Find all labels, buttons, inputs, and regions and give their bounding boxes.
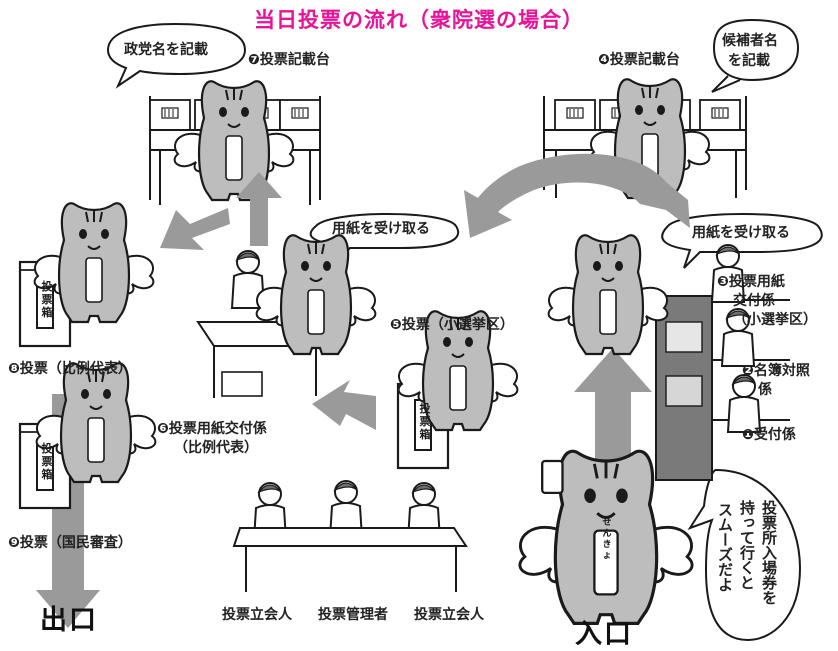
step-6-line2: （比例代表） (174, 440, 258, 456)
box-label-single-seat: 投票箱 (419, 402, 431, 441)
supervisor-center-label: 投票管理者 (318, 607, 388, 623)
mascot-entrance (518, 449, 694, 625)
step-6-line1: ❻投票用紙交付係 (157, 421, 267, 437)
reception-counter (655, 295, 790, 481)
bubble-receive-middle: 用紙を受け取る (332, 221, 430, 237)
box-label-review: 投票箱 (41, 442, 53, 481)
bubble-party-name: 政党名を記載 (124, 42, 208, 58)
bubble-smooth-line3: スムーズだよ (716, 502, 734, 592)
bubble-candidate-line2: を記載 (728, 53, 770, 69)
bubble-receive-right: 用紙を受け取る (692, 225, 790, 241)
speech-bubble-shapes (106, 18, 823, 642)
step-4-label: ❹投票記載台 (598, 52, 680, 68)
bubble-candidate-line1: 候補者名 (722, 33, 778, 49)
step-1-label: ❶受付係 (742, 427, 796, 443)
step-2-line2: 係 (758, 382, 772, 398)
step-3-line3: （小選挙区） (733, 312, 817, 328)
bubble-smooth-line2: 持って行くと (738, 500, 756, 590)
step-3-line1: ❸投票用紙 (717, 274, 785, 290)
mascot-receiving-ballot (547, 234, 669, 356)
step-7-label: ❼投票記載台 (248, 52, 330, 68)
mascot-booth-left (173, 80, 295, 202)
step-9-label: ❾投票（国民審査） (8, 535, 132, 551)
exit-label: 出口 (40, 605, 98, 636)
bubble-smooth-line1: 投票所入場券を (760, 500, 778, 605)
supervisor-bench (232, 480, 468, 592)
supervisor-left-label: 投票立会人 (222, 607, 292, 623)
step-2-line1: ❷名簿対照 (742, 363, 810, 379)
step-3-line2: 交付係 (733, 293, 775, 309)
box-label-proportional: 投票箱 (41, 280, 53, 319)
step-8-label: ❽投票（比例代表） (8, 361, 132, 377)
mascot-sash-label: せんきょ (602, 518, 612, 561)
entrance-label: 入口 (575, 619, 633, 650)
step-5-label: ❺投票（小選挙区） (390, 317, 514, 333)
supervisor-right-label: 投票立会人 (414, 607, 484, 623)
page-title: 当日投票の流れ（衆院選の場合） (254, 8, 584, 32)
